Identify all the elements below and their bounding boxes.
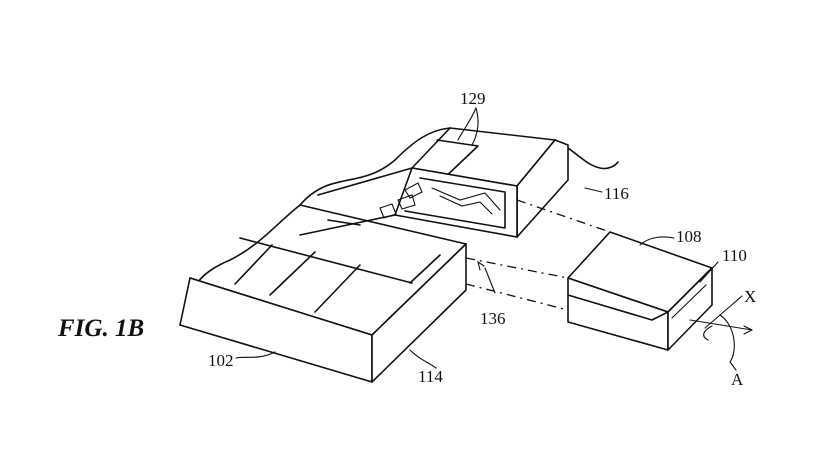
upper-housing — [299, 127, 619, 238]
ref-136: 136 — [480, 309, 506, 328]
ref-a: A — [731, 370, 744, 389]
plug — [567, 231, 713, 351]
ref-108: 108 — [676, 227, 702, 246]
ref-114: 114 — [418, 367, 443, 386]
leader-lines — [235, 107, 753, 371]
ref-x: X — [744, 287, 756, 306]
lower-base — [179, 204, 467, 383]
alignment-lines — [465, 199, 611, 311]
ref-129: 129 — [460, 89, 486, 108]
ref-110: 110 — [722, 246, 747, 265]
figure-label: FIG. 1B — [57, 315, 144, 342]
ref-102: 102 — [208, 351, 234, 370]
ref-116: 116 — [604, 184, 629, 203]
